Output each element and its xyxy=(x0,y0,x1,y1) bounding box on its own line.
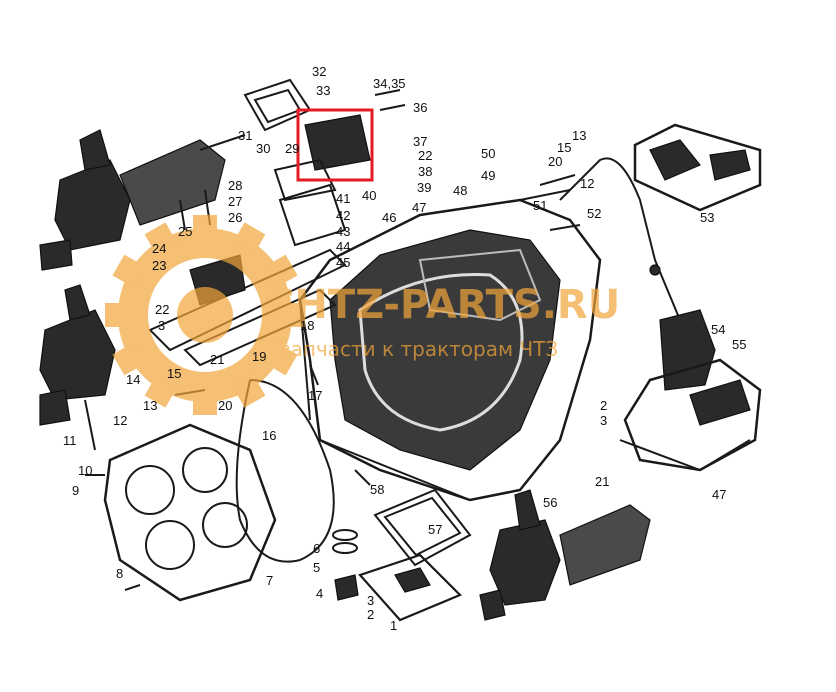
callout-13: 13 xyxy=(143,398,157,413)
callout-17: 17 xyxy=(308,388,322,403)
bottom-gaskets xyxy=(358,488,472,622)
top-cover-parts xyxy=(243,78,406,247)
callout-23: 23 xyxy=(152,258,166,273)
callout-48: 48 xyxy=(453,183,467,198)
callout-44: 44 xyxy=(336,239,350,254)
callout-49: 49 xyxy=(481,168,495,183)
callout-5: 5 xyxy=(313,560,320,575)
shift-mechanism-left xyxy=(39,284,116,451)
top-right-linkage xyxy=(519,157,681,321)
callout-2-repeat: 2 xyxy=(600,398,607,413)
watermark-tagline: запчасти к тракторам ЧТЗ xyxy=(280,337,558,361)
callout-21: 21 xyxy=(210,352,224,367)
callout-50: 50 xyxy=(481,146,495,161)
callout-19: 19 xyxy=(252,349,266,364)
callout-4: 4 xyxy=(316,586,323,601)
callout-46: 46 xyxy=(382,210,396,225)
callout-3-repeat: 3 xyxy=(600,413,607,428)
callout-47: 47 xyxy=(412,200,426,215)
callout-31: 31 xyxy=(238,128,252,143)
callout-11: 11 xyxy=(63,433,77,448)
callout-3: 3 xyxy=(367,593,374,608)
callout-15-repeat: 15 xyxy=(557,140,571,155)
callout-12: 12 xyxy=(113,413,127,428)
callout-43: 43 xyxy=(336,224,350,239)
callout-26: 26 xyxy=(228,210,242,225)
callout-28: 28 xyxy=(228,178,242,193)
callout-12-repeat: 12 xyxy=(580,176,594,191)
callout-21-repeat: 21 xyxy=(595,474,609,489)
callout-38: 38 xyxy=(418,164,432,179)
callout-55: 55 xyxy=(732,337,746,352)
callout-32: 32 xyxy=(312,64,326,79)
callout-15: 15 xyxy=(167,366,181,381)
callout-20: 20 xyxy=(218,398,232,413)
callout-56: 56 xyxy=(543,495,557,510)
callout-57: 57 xyxy=(428,522,442,537)
callout-58: 58 xyxy=(370,482,384,497)
highlight-box xyxy=(296,108,374,182)
callout-52: 52 xyxy=(587,206,601,221)
callout-37: 37 xyxy=(413,134,427,149)
callout-24: 24 xyxy=(152,241,166,256)
callout-36: 36 xyxy=(413,100,427,115)
callout-27: 27 xyxy=(228,194,242,209)
callout-3-repeat: 3 xyxy=(158,318,165,333)
bottom-right-unit xyxy=(479,489,651,621)
callout-51: 51 xyxy=(533,198,547,213)
callout-1: 1 xyxy=(390,618,397,633)
callout-7: 7 xyxy=(266,573,273,588)
callout-54: 54 xyxy=(711,322,725,337)
callout-45: 45 xyxy=(336,255,350,270)
callout-39: 39 xyxy=(417,180,431,195)
callout-16: 16 xyxy=(262,428,276,443)
callout-53: 53 xyxy=(700,210,714,225)
cover-plate-7 xyxy=(103,423,277,602)
gasket-16 xyxy=(235,379,335,563)
callout-2: 2 xyxy=(367,607,374,622)
callout-41: 41 xyxy=(336,191,350,206)
callout-8: 8 xyxy=(116,566,123,581)
main-housing xyxy=(298,198,602,502)
callout-22-repeat: 22 xyxy=(155,302,169,317)
callout-29: 29 xyxy=(285,141,299,156)
callout-6: 6 xyxy=(313,541,320,556)
callout-20-repeat: 20 xyxy=(548,154,562,169)
watermark-brand: CHTZ-PARTS.RU xyxy=(265,282,620,328)
callout-47-alt: 47 xyxy=(712,487,726,502)
callout-10: 10 xyxy=(78,463,92,478)
callout-9: 9 xyxy=(72,483,79,498)
callout-14: 14 xyxy=(126,372,140,387)
callout-42: 42 xyxy=(336,208,350,223)
cover-53 xyxy=(633,123,762,212)
gear-logo-icon xyxy=(105,215,305,415)
callout-30: 30 xyxy=(256,141,270,156)
callout-40: 40 xyxy=(362,188,376,203)
callout-33: 33 xyxy=(316,83,330,98)
callout-25: 25 xyxy=(178,224,192,239)
callout-34-35: 34,35 xyxy=(373,76,406,91)
callout-18: 18 xyxy=(300,318,314,333)
watermark: CHTZ-PARTS.RU запчасти к тракторам ЧТЗ xyxy=(105,215,620,415)
right-shift-unit xyxy=(619,309,762,472)
callout-22: 22 xyxy=(418,148,432,163)
callout-13-alt: 13 xyxy=(572,128,586,143)
shift-mechanism-top-left xyxy=(39,129,246,271)
